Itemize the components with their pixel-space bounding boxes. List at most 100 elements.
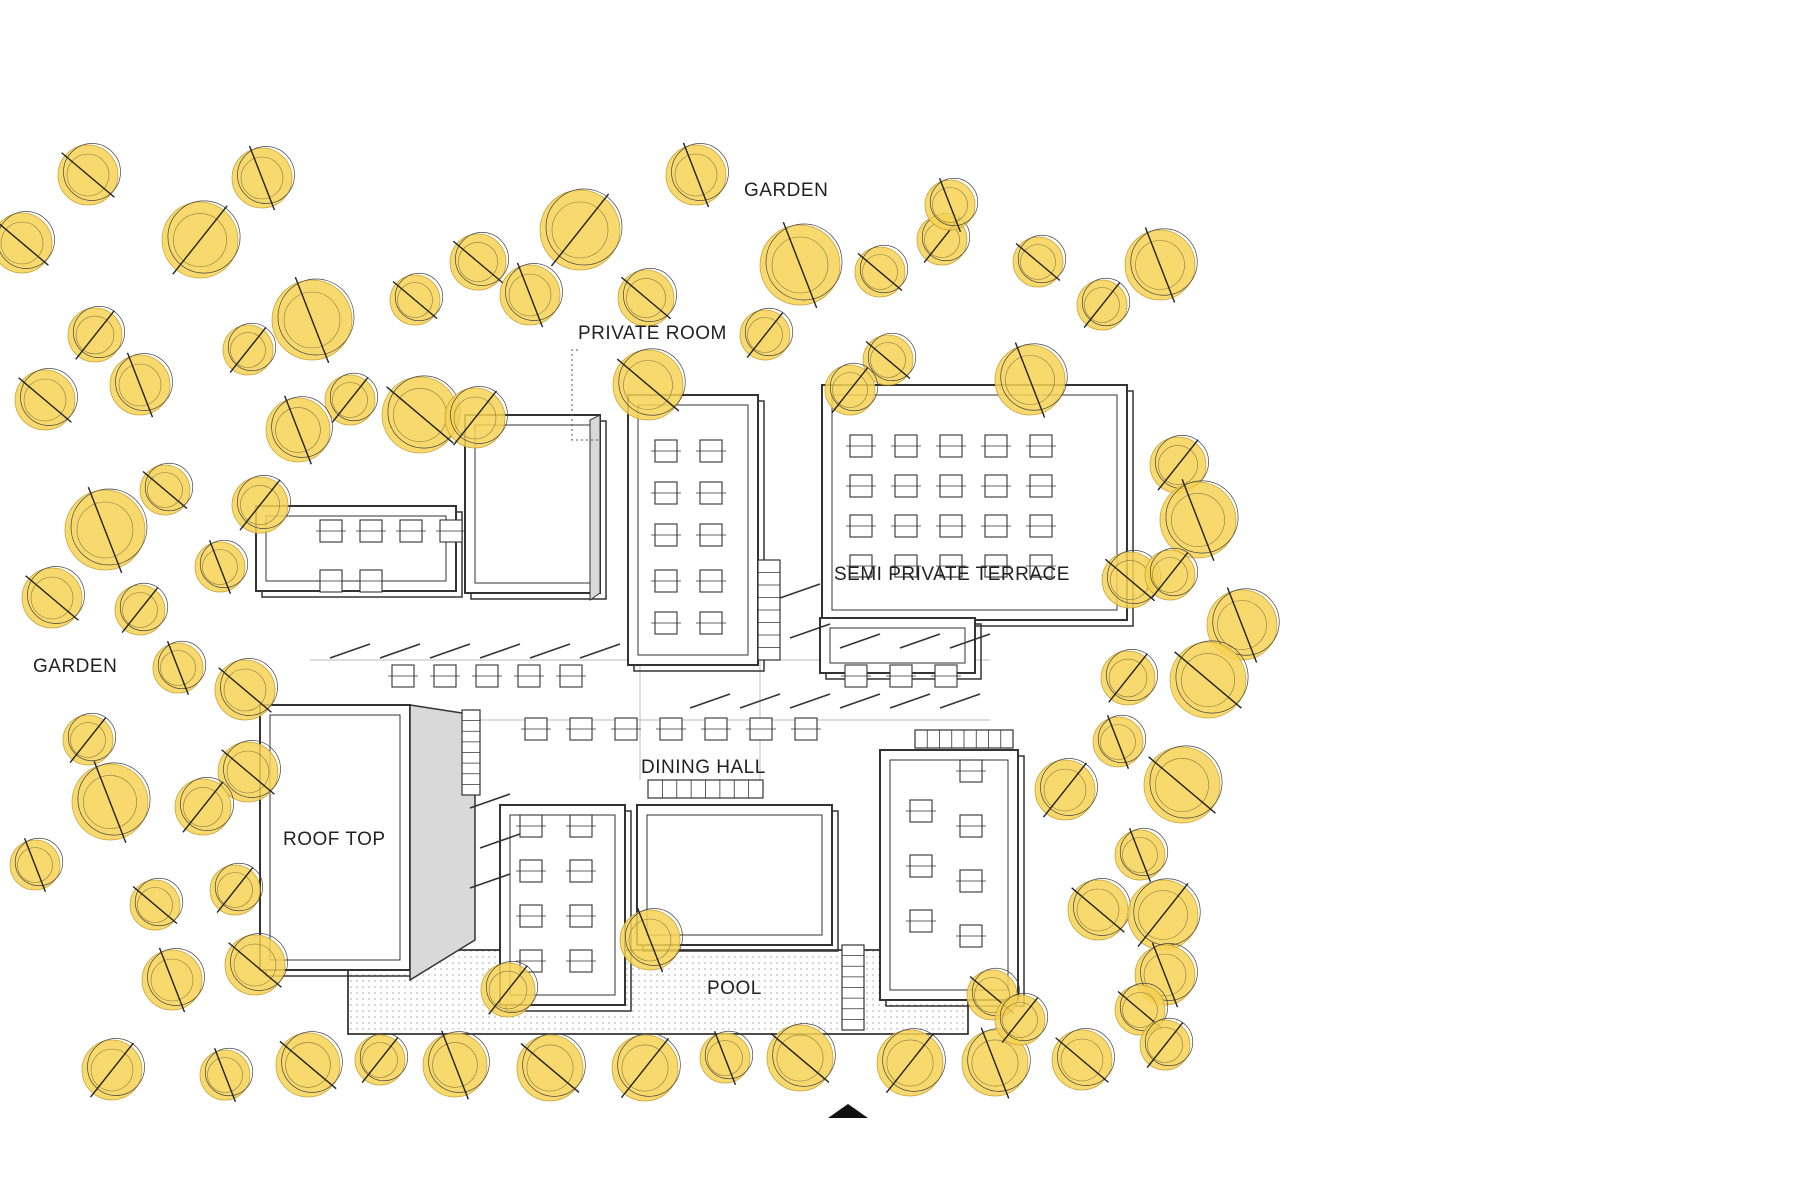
tree-outline	[214, 862, 264, 912]
tree-icon	[1143, 745, 1223, 824]
tree-ring	[1076, 888, 1120, 932]
tree-ring	[771, 236, 829, 294]
tree-trunk-line	[121, 587, 159, 633]
seating-dash	[839, 693, 881, 709]
tree-icon	[876, 1028, 946, 1097]
seating-dash	[689, 693, 731, 709]
tree-outline	[623, 268, 677, 322]
tree-outline	[227, 322, 277, 372]
tree-outline	[772, 1023, 836, 1087]
tree-icon	[612, 348, 686, 421]
tree-trunk-line	[1174, 651, 1242, 709]
tree-icon	[1206, 587, 1280, 663]
tree-icon	[217, 740, 281, 803]
seating-dash	[429, 643, 471, 659]
tree-ring	[1171, 493, 1225, 547]
tree-icon	[422, 1030, 490, 1100]
tree-ring	[1002, 1002, 1038, 1038]
tree-icon	[739, 307, 794, 361]
tree-trunk-line	[1083, 282, 1121, 328]
tree-ring	[1084, 287, 1120, 323]
tree-outline	[271, 396, 333, 458]
tree-icon	[139, 462, 194, 516]
tree-ring	[137, 887, 173, 923]
tree-icon	[57, 143, 121, 206]
tree-icon	[924, 177, 979, 233]
tree-outline	[1165, 480, 1239, 554]
tree-trunk-line	[208, 539, 232, 595]
tree-ring	[932, 187, 968, 223]
tree-icon	[539, 188, 623, 271]
tree-icon	[152, 640, 207, 696]
tree-icon	[9, 837, 64, 893]
tree-trunk-line	[488, 965, 528, 1015]
tree-trunk-line	[90, 1042, 134, 1098]
tree-trunk-line	[1151, 552, 1189, 598]
tree-icon	[759, 221, 843, 309]
dining-hall-label: DINING HALL	[641, 757, 766, 778]
tree-trunk-line	[1106, 714, 1130, 770]
seating-dash	[779, 583, 821, 599]
tree-ring	[1147, 1027, 1183, 1063]
tree-ring	[76, 501, 134, 559]
building-central-south-inner	[646, 814, 823, 936]
tree-ring	[488, 970, 528, 1010]
tree-ring	[870, 342, 906, 378]
tree-trunk-line	[392, 280, 438, 320]
tree-icon	[1101, 550, 1161, 609]
tree-outline	[115, 353, 173, 411]
tree-icon	[619, 907, 683, 973]
tree-outline	[277, 278, 355, 356]
tree-outline	[522, 1033, 586, 1097]
tree-trunk-line	[218, 667, 272, 713]
tree-trunk-line	[831, 367, 869, 413]
tree-ring	[862, 254, 898, 290]
tree-trunk-line	[938, 177, 962, 233]
tree-outline	[144, 462, 194, 512]
tree-trunk-line	[1137, 883, 1189, 947]
tree-icon	[1149, 435, 1209, 494]
tree-ring	[453, 396, 497, 440]
tree-ring	[230, 332, 266, 368]
tree-ring	[1122, 992, 1158, 1028]
tree-trunk-line	[682, 142, 710, 208]
tree-icon	[271, 276, 355, 364]
tree-icon	[209, 862, 264, 916]
tree-trunk-line	[1151, 942, 1179, 1008]
building-west-upper	[255, 505, 457, 592]
tree-icon	[71, 761, 151, 843]
tree-ring	[432, 1042, 478, 1088]
tree-outline	[147, 948, 205, 1006]
seating-dash	[479, 833, 521, 849]
tree-icon	[275, 1031, 343, 1098]
tree-outline	[329, 372, 379, 422]
tree-trunk-line	[239, 479, 281, 531]
tree-outline	[167, 200, 241, 274]
tree-trunk-line	[279, 1040, 337, 1090]
seating-dash	[579, 643, 621, 659]
tree-ring	[66, 153, 110, 197]
tree-outline	[1144, 1017, 1194, 1067]
tree-trunk-line	[1181, 479, 1215, 561]
tree-ring	[70, 722, 106, 758]
tree-icon	[994, 992, 1049, 1046]
tree-outline	[237, 475, 291, 529]
tree-trunk-line	[1014, 342, 1046, 418]
tree-ring	[508, 273, 552, 317]
tree-trunk-line	[636, 907, 664, 973]
trees	[0, 142, 1280, 1103]
tree-trunk-line	[620, 1037, 670, 1099]
tree-trunk-line	[18, 377, 72, 423]
tree-ring	[0, 221, 44, 265]
tree-trunk-line	[885, 1032, 935, 1094]
tree-trunk-line	[93, 761, 127, 843]
tree-outline	[77, 762, 151, 836]
tree-ring	[83, 775, 137, 829]
tree-trunk-line	[1108, 653, 1148, 703]
tree-trunk-line	[520, 1043, 580, 1093]
tree-icon	[854, 244, 909, 298]
tree-ring	[30, 576, 74, 620]
tree-outline	[1000, 343, 1068, 411]
tree-trunk-line	[980, 1027, 1010, 1099]
